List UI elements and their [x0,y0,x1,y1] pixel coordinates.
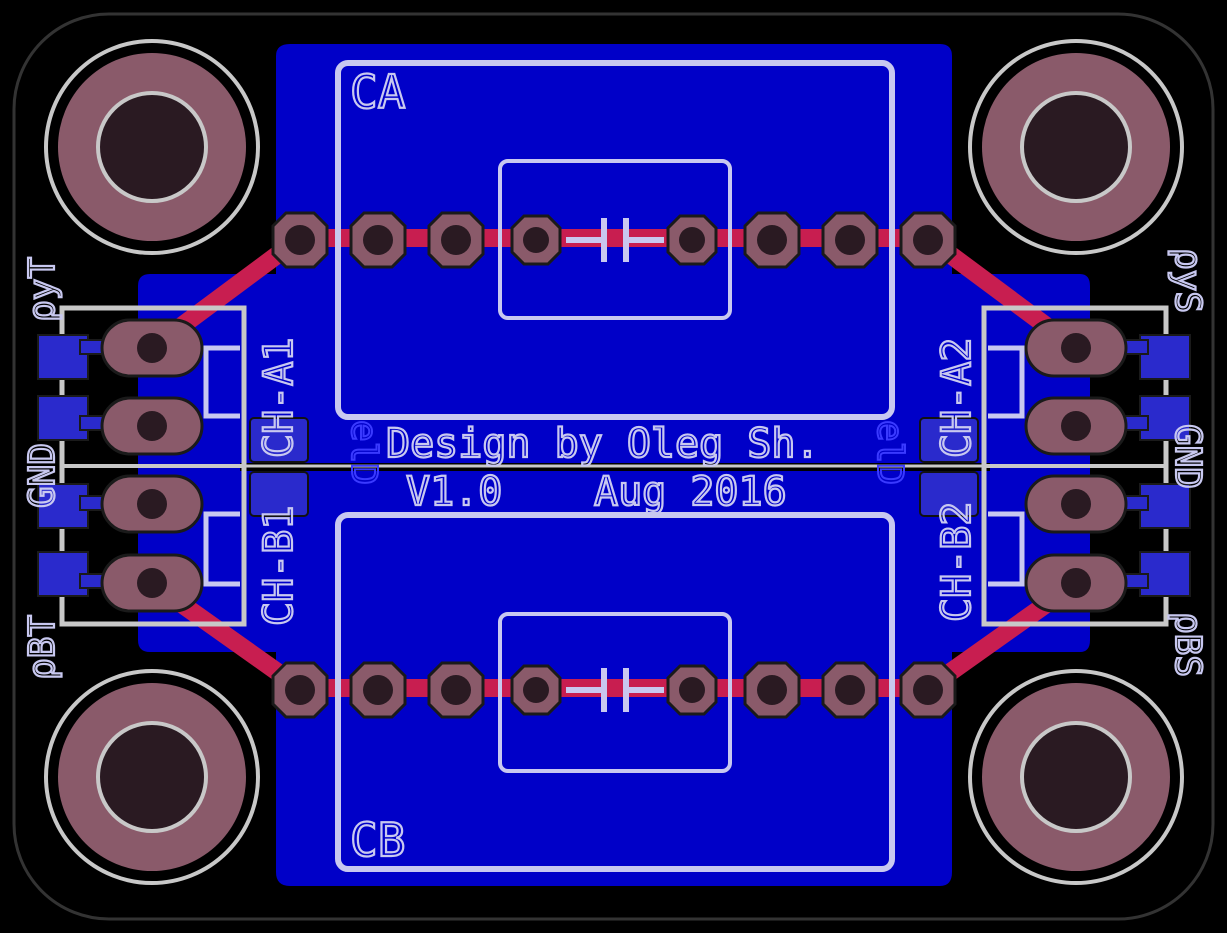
label-pin-right-bottom: ρBS [1167,612,1208,677]
label-pin-left-bottom: ρBT [22,615,63,680]
label-date: Aug 2016 [594,469,787,515]
mount-hole-tr [968,39,1184,255]
oval-holes-left [137,333,167,598]
label-ca: CA [350,65,405,119]
label-ch-a2: CH-A2 [934,338,980,458]
label-ch-b1: CH-B1 [256,506,302,626]
capacitor-symbol-icon [566,218,664,262]
label-pin-left-top: ρyT [22,257,63,322]
capacitor-cb-outline [335,512,895,872]
capacitor-ca-outline [335,60,895,420]
mount-hole-bl [44,669,260,885]
mount-hole-tl [44,39,260,255]
pad-holes-bottom [285,675,943,705]
label-credit: Design by Oleg Sh. [386,421,819,467]
capacitor-ca-inner [498,159,732,320]
label-cb: CB [350,813,405,867]
pad-holes-top [285,225,943,255]
smd-pads-right [1107,334,1191,597]
label-gnd-right: GND [1167,424,1208,489]
silk-brackets-right [988,345,1025,587]
label-pin-right-top: ρyS [1167,248,1208,313]
capacitor-cb-inner [498,612,732,773]
mount-hole-br [968,669,1184,885]
label-ch-b2: CH-B2 [934,502,980,622]
capacitor-symbol-icon [566,668,664,712]
ghost-label-right: elD [869,420,910,485]
oval-holes-right [1061,333,1091,598]
label-version: V1.0 [406,469,502,515]
label-gnd-left: GND [22,443,63,508]
silk-brackets-left [203,345,240,587]
smd-center-pads [249,417,979,517]
label-ch-a1: CH-A1 [256,338,302,458]
ghost-label-left: elD [343,420,384,485]
